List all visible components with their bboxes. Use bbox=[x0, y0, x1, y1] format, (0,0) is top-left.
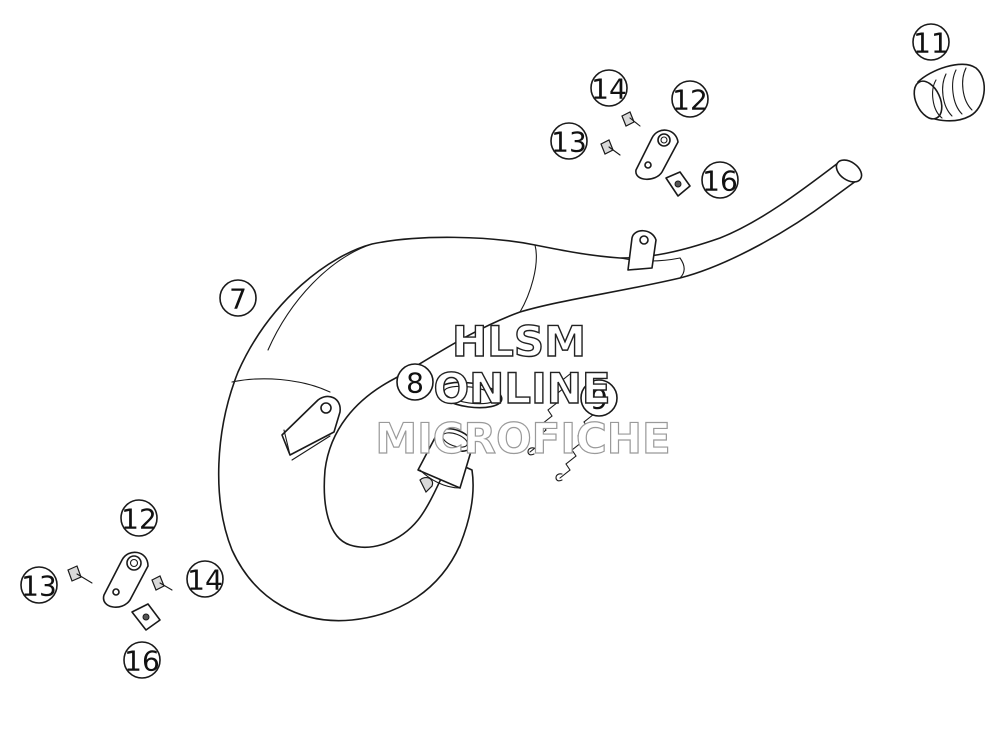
callout-14-top-label: 14 bbox=[591, 73, 627, 106]
callout-16-bottom-label: 16 bbox=[124, 645, 160, 678]
callout-8-label: 8 bbox=[406, 367, 424, 400]
callout-7-label: 7 bbox=[229, 283, 247, 316]
callout-9: 9 bbox=[580, 379, 618, 417]
callout-13-top: 13 bbox=[550, 122, 588, 160]
callout-13-top-label: 13 bbox=[551, 126, 587, 159]
callout-13-bottom-label: 13 bbox=[21, 570, 57, 603]
watermark-line-2: ONLINE bbox=[433, 364, 610, 413]
callout-11-label: 11 bbox=[913, 27, 949, 60]
watermark: HLSM ONLINE MICROFICHE bbox=[375, 316, 671, 463]
callout-16-top: 16 bbox=[701, 161, 739, 199]
top-mounting-hardware bbox=[600, 111, 691, 197]
callout-12-top-label: 12 bbox=[672, 84, 708, 117]
watermark-line-3: MICROFICHE bbox=[375, 414, 670, 463]
callout-12-bottom-label: 12 bbox=[121, 503, 157, 536]
bottom-mounting-hardware bbox=[67, 551, 173, 631]
watermark-line-1: HLSM bbox=[452, 317, 586, 366]
callout-7: 7 bbox=[219, 279, 257, 317]
exhaust-rubber-sleeve bbox=[913, 63, 986, 122]
callout-9-label: 9 bbox=[590, 383, 608, 416]
callout-14-top: 14 bbox=[590, 69, 628, 107]
callout-12-top: 12 bbox=[671, 80, 709, 118]
exhaust-seal-ring bbox=[437, 381, 503, 409]
callout-13-bottom: 13 bbox=[20, 566, 58, 604]
callout-11: 11 bbox=[912, 23, 950, 61]
callout-14-bottom: 14 bbox=[186, 560, 224, 598]
callout-12-bottom: 12 bbox=[120, 499, 158, 537]
exhaust-pipe bbox=[217, 159, 863, 622]
callout-14-bottom-label: 14 bbox=[187, 564, 223, 597]
callout-8: 8 bbox=[396, 363, 434, 401]
callout-16-top-label: 16 bbox=[702, 165, 738, 198]
callout-16-bottom: 16 bbox=[123, 641, 161, 679]
